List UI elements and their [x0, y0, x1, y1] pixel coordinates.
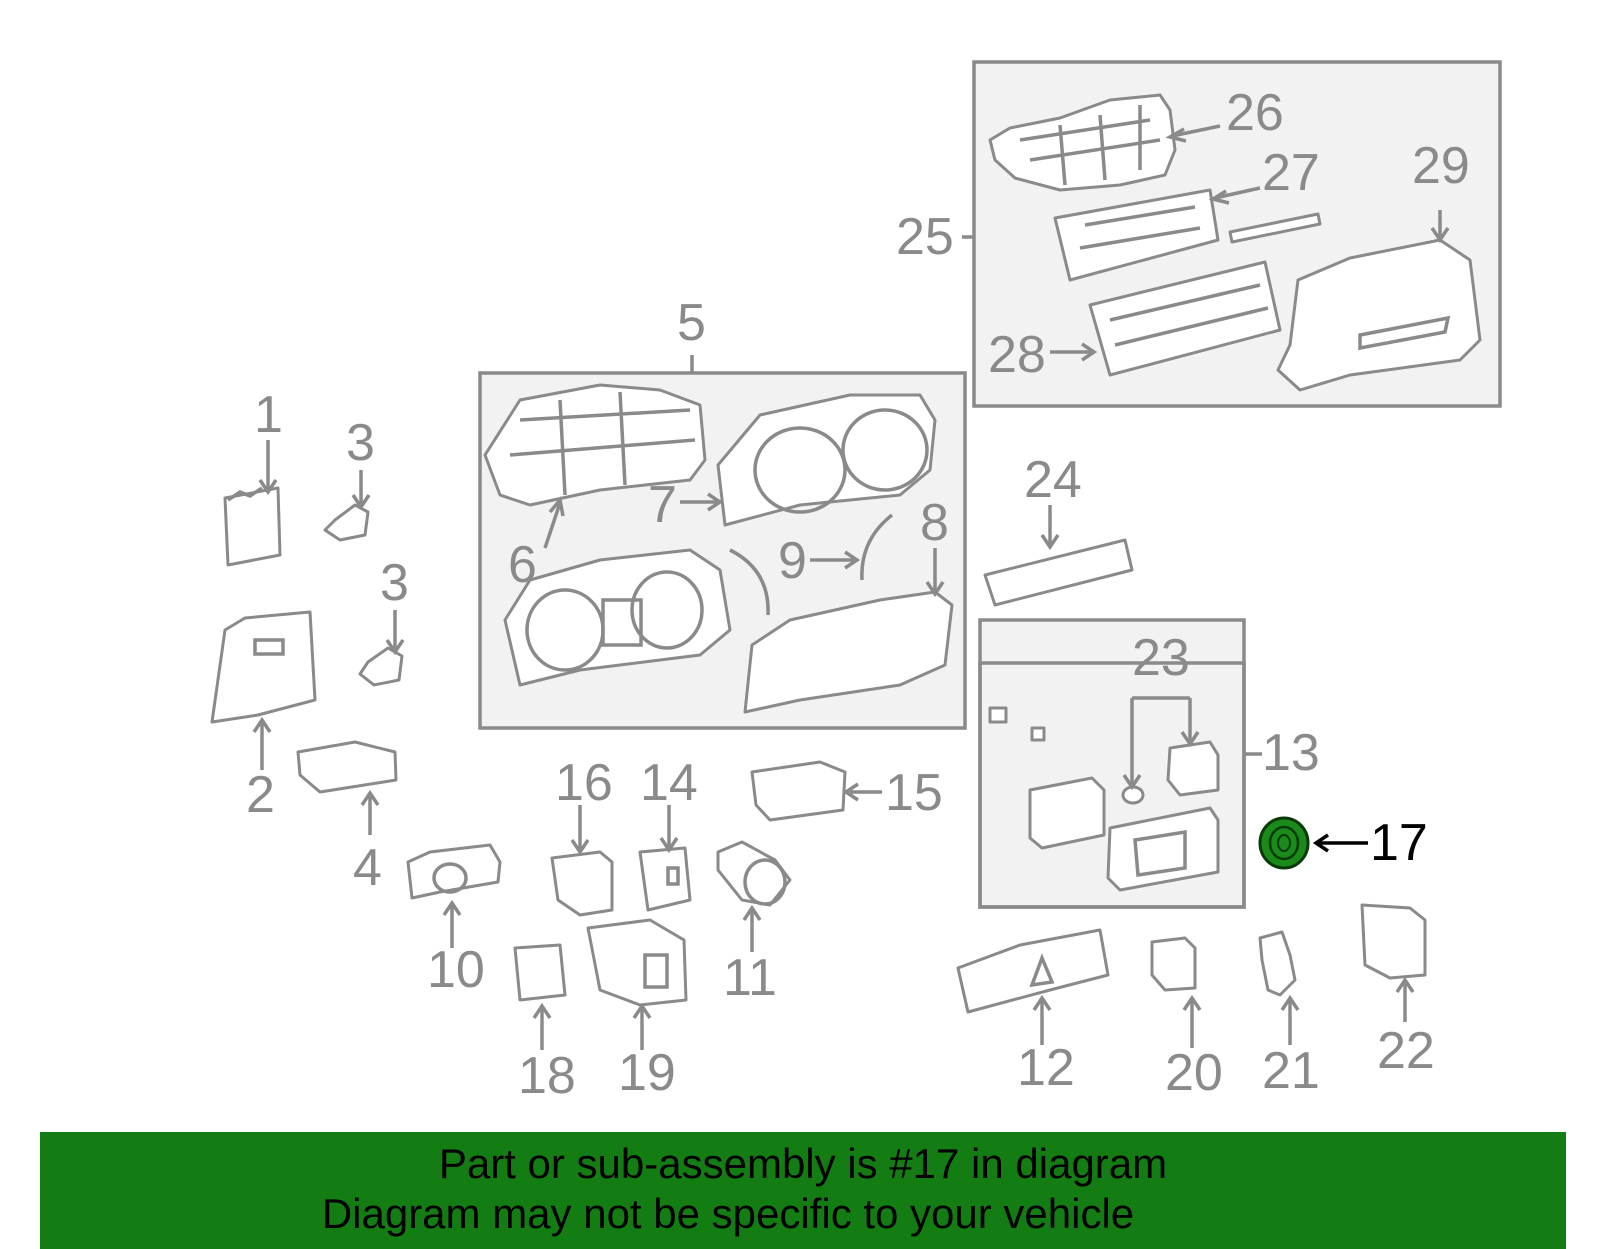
- callout-10: 10: [427, 941, 485, 999]
- part-7[interactable]: [716, 393, 937, 527]
- callout-22: 22: [1377, 1022, 1435, 1080]
- callout-26: 26: [1226, 84, 1284, 142]
- callout-17: 17: [1370, 814, 1428, 872]
- part-19[interactable]: [586, 918, 688, 1007]
- callout-3b: 3: [380, 554, 409, 612]
- callout-7: 7: [648, 476, 677, 534]
- part-8[interactable]: [743, 590, 954, 714]
- part-10[interactable]: [406, 843, 502, 900]
- callout-11: 11: [723, 949, 777, 1007]
- callout-19: 19: [618, 1044, 676, 1102]
- part-22[interactable]: [1360, 903, 1427, 980]
- part-29[interactable]: [1276, 238, 1482, 392]
- callout-21: 21: [1262, 1042, 1320, 1100]
- part-4[interactable]: [296, 740, 398, 794]
- part-6[interactable]: [483, 383, 707, 507]
- part-20[interactable]: [1150, 936, 1197, 992]
- frame-13-inner: [978, 661, 1246, 909]
- part-15[interactable]: [750, 760, 847, 822]
- part-1[interactable]: [223, 486, 282, 567]
- part-18[interactable]: [513, 943, 567, 1002]
- part-27[interactable]: [1053, 188, 1322, 282]
- callout-20: 20: [1165, 1044, 1223, 1102]
- callout-3a: 3: [346, 414, 375, 472]
- part-2[interactable]: [210, 610, 317, 724]
- callout-4: 4: [353, 839, 382, 897]
- callout-16: 16: [555, 754, 613, 812]
- callout-1: 1: [254, 386, 283, 444]
- info-banner: Part or sub-assembly is #17 in diagram D…: [40, 1132, 1566, 1249]
- part-3a[interactable]: [323, 503, 370, 542]
- callout-14: 14: [640, 754, 698, 812]
- part-14[interactable]: [638, 846, 692, 912]
- callout-27: 27: [1262, 144, 1320, 202]
- banner-line-2: Diagram may not be specific to your vehi…: [321, 1190, 1135, 1237]
- callout-23: 23: [1132, 629, 1190, 687]
- part-11[interactable]: [716, 840, 792, 907]
- callout-9: 9: [778, 532, 807, 590]
- callout-15: 15: [885, 764, 943, 822]
- leader-lines: [252, 124, 1450, 1050]
- banner-line-1: Part or sub-assembly is #17 in diagram: [438, 1140, 1168, 1187]
- callout-18: 18: [518, 1047, 576, 1105]
- part-12[interactable]: [956, 928, 1110, 1014]
- part-3b[interactable]: [358, 646, 404, 687]
- callout-8: 8: [920, 494, 949, 552]
- callout-12: 12: [1017, 1039, 1075, 1097]
- part-28[interactable]: [1088, 260, 1282, 377]
- callout-2: 2: [246, 766, 275, 824]
- callout-25: 25: [896, 208, 954, 266]
- part-26[interactable]: [988, 93, 1177, 192]
- part-17[interactable]: [1258, 816, 1310, 870]
- callout-6: 6: [508, 536, 537, 594]
- callout-5: 5: [677, 294, 706, 352]
- part-24[interactable]: [983, 538, 1134, 607]
- part-13[interactable]: [988, 706, 1220, 892]
- callout-28: 28: [988, 326, 1046, 384]
- part-21[interactable]: [1258, 930, 1297, 997]
- callout-29: 29: [1412, 137, 1470, 195]
- part-16[interactable]: [550, 850, 614, 917]
- part-9[interactable]: [729, 513, 894, 616]
- callout-13: 13: [1262, 724, 1320, 782]
- part-6-face: [503, 548, 732, 687]
- callout-24: 24: [1024, 451, 1082, 509]
